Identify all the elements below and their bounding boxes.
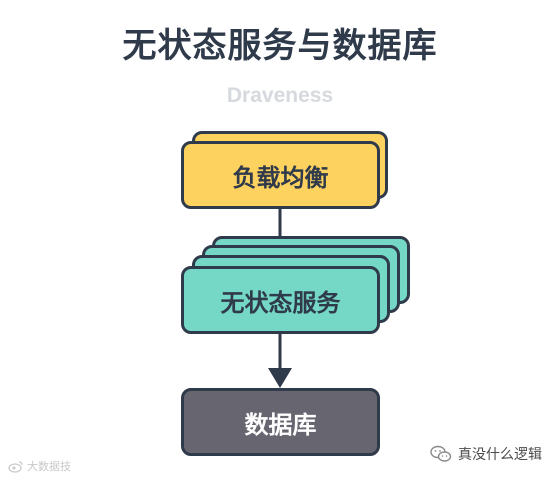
watermark-left: 大数据技 — [8, 458, 71, 474]
diagram-subtitle: Draveness — [226, 84, 334, 107]
load-balancer-box — [181, 141, 380, 209]
wechat-icon — [430, 445, 452, 462]
arrowhead-service-to-db — [268, 368, 292, 388]
watermark-right-text: 真没什么逻辑 — [458, 447, 542, 463]
diagram-title: 无状态服务与数据库 — [122, 26, 438, 66]
stateless-service-label: 无状态服务 — [220, 288, 341, 317]
watermark-left-text: 大数据技 — [27, 460, 71, 473]
load-balancer-label: 负载均衡 — [232, 163, 329, 192]
database-label: 数据库 — [244, 410, 317, 439]
stateless-service-box — [181, 266, 380, 334]
database-box — [181, 388, 380, 456]
watermark-right: 真没什么逻辑 — [430, 444, 542, 464]
weibo-icon — [8, 460, 23, 473]
